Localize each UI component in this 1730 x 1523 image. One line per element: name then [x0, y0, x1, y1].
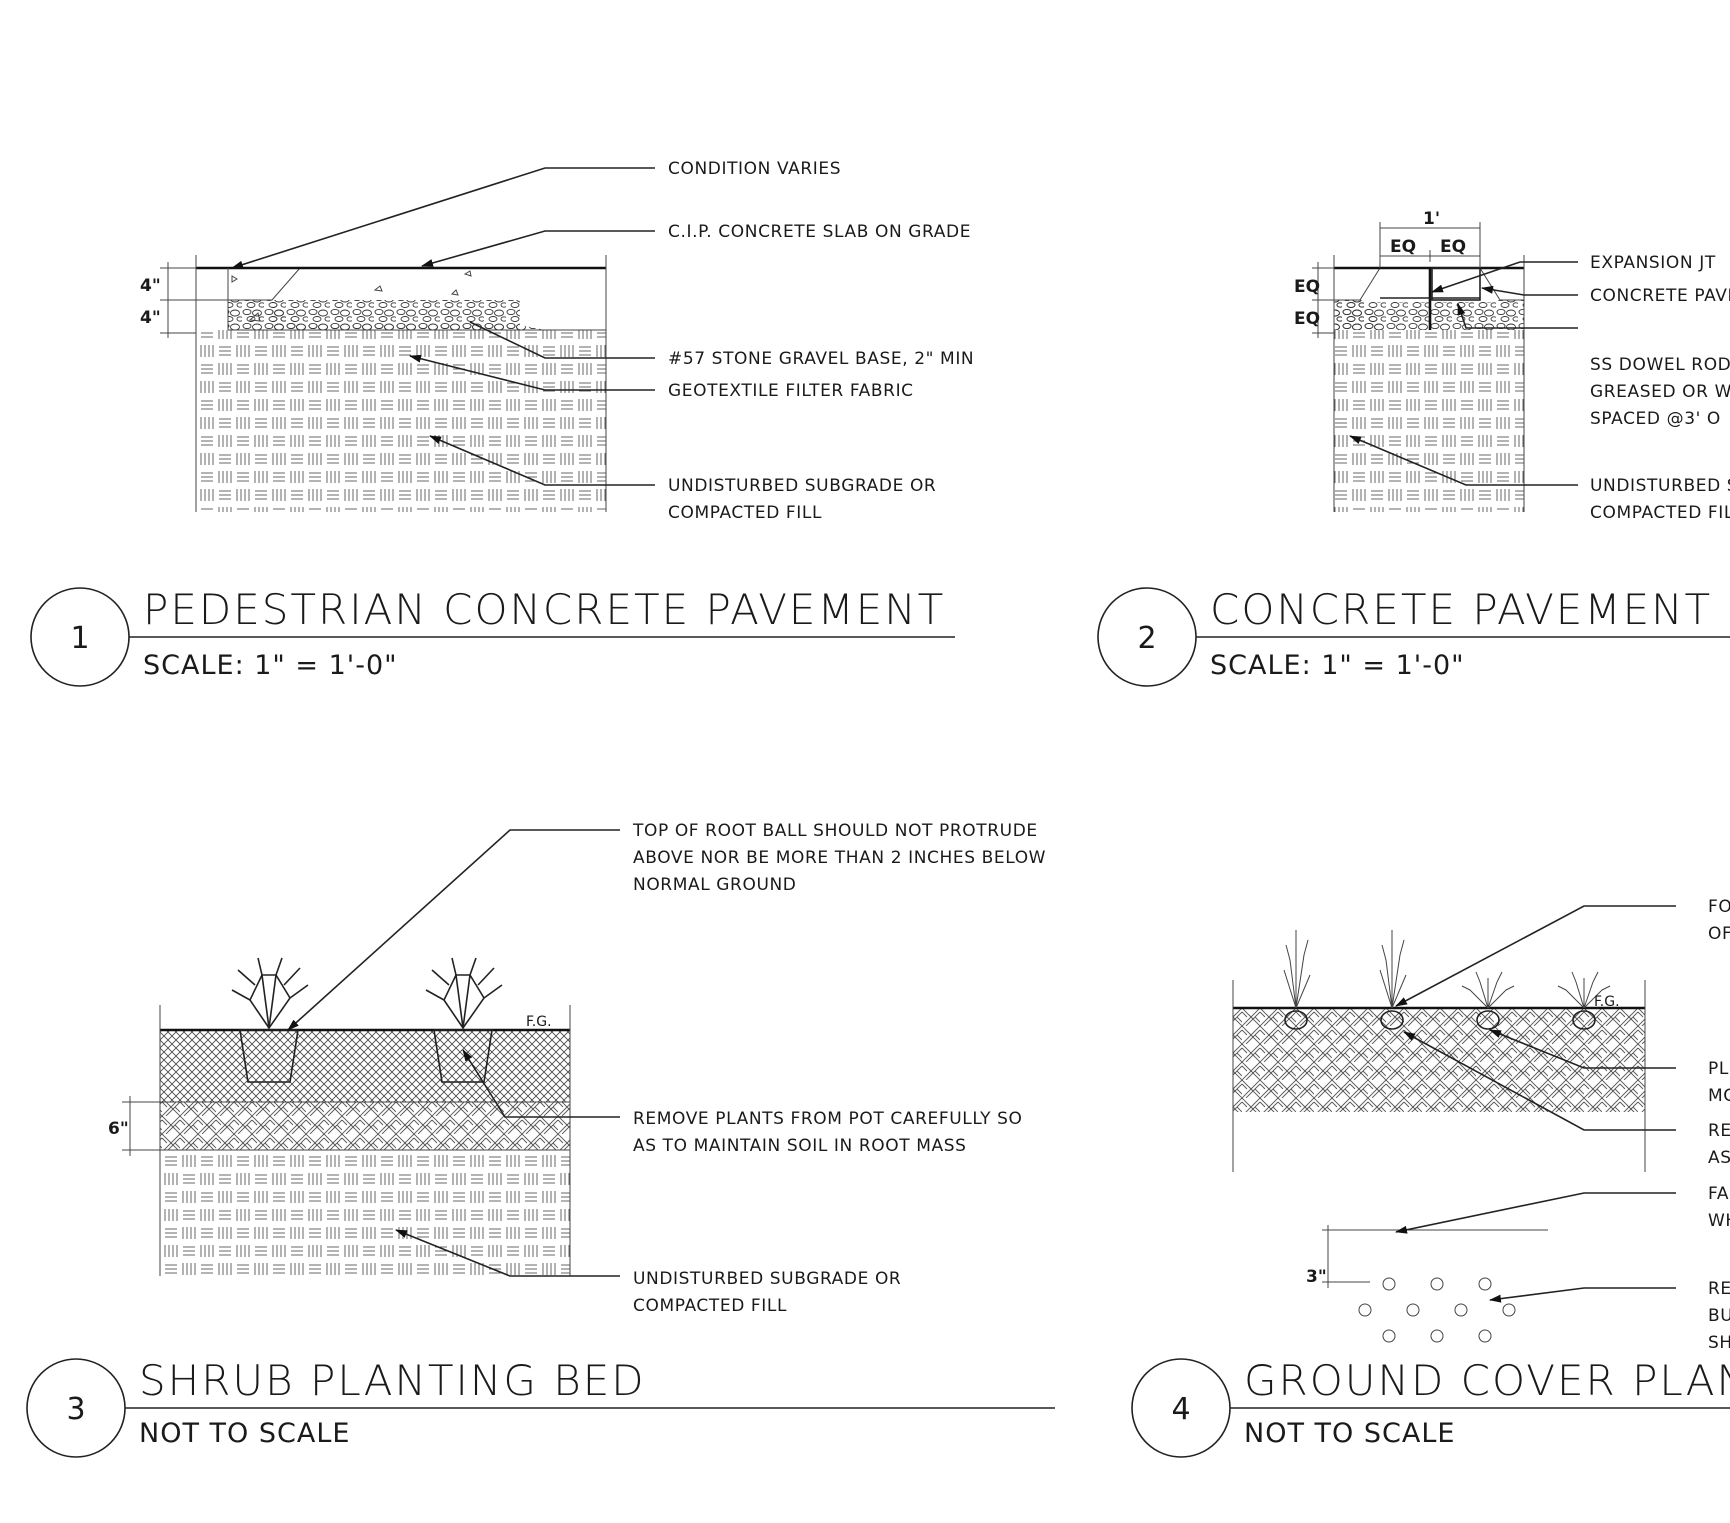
- detail-3-dimensions: 6": [108, 1096, 160, 1156]
- callout-dowel-3: SPACED @3' O: [1590, 409, 1721, 429]
- finish-grade-label: F.G.: [1594, 994, 1620, 1010]
- dim-label: EQ: [1390, 237, 1416, 257]
- detail-4: F.G. 3" FO OF PL: [1131, 897, 1730, 1458]
- detail-1-title-block: 1 PEDESTRIAN CONCRETE PAVEMENT SCALE: 1"…: [30, 585, 955, 687]
- detail-2-leaders: [1349, 261, 1578, 486]
- detail-3-title-block: 3 SHRUB PLANTING BED NOT TO SCALE: [26, 1356, 1055, 1458]
- dim-label: EQ: [1294, 309, 1320, 329]
- callout-dowel-2: GREASED OR W: [1590, 382, 1730, 402]
- detail-3: F.G. 6" TOP OF ROOT BALL SHOULD NOT PROT…: [26, 821, 1055, 1458]
- callout-fragment: BU: [1708, 1306, 1730, 1326]
- dim-label: 1': [1423, 209, 1440, 229]
- detail-4-section: F.G. 3" FO OF PL: [1232, 897, 1730, 1353]
- callout-fabric: GEOTEXTILE FILTER FABRIC: [668, 381, 914, 401]
- callout-expansion: EXPANSION JT: [1590, 253, 1716, 273]
- detail-3-section: F.G. 6" TOP OF ROOT BALL SHOULD NOT PROT…: [108, 821, 1046, 1316]
- detail-title: PEDESTRIAN CONCRETE PAVEMENT: [143, 585, 945, 634]
- detail-3-leaders: [287, 829, 620, 1277]
- callout-fragment: FO: [1708, 897, 1730, 917]
- callout-subgrade-2: COMPACTED FIL: [1590, 503, 1730, 523]
- detail-title: GROUND COVER PLANT: [1244, 1356, 1730, 1405]
- detail-1-leaders: [231, 167, 655, 486]
- callout-gravel: #57 STONE GRAVEL BASE, 2" MIN: [668, 349, 974, 369]
- detail-2: 1' EQ EQ EQ EQ EXPANSION JT CONCRETE PAV…: [1097, 209, 1730, 687]
- callout-fragment: WH: [1708, 1211, 1730, 1231]
- callout-subgrade: UNDISTURBED S: [1590, 476, 1730, 496]
- callout-fragment: FA: [1708, 1184, 1729, 1204]
- callout-fragment: AS: [1708, 1148, 1730, 1168]
- detail-scale: SCALE: 1" = 1'-0": [143, 650, 398, 681]
- callout-root-ball-3: NORMAL GROUND: [633, 875, 797, 895]
- detail-4-title-block: 4 GROUND COVER PLANT NOT TO SCALE: [1131, 1356, 1730, 1458]
- callout-root-ball-2: ABOVE NOR BE MORE THAN 2 INCHES BELOW: [633, 848, 1046, 868]
- spacing-plan: 3": [1306, 1225, 1548, 1343]
- dim-label: 3": [1306, 1267, 1327, 1287]
- dim-label: 4": [140, 308, 161, 328]
- callout-subgrade: UNDISTURBED SUBGRADE OR: [668, 476, 936, 496]
- detail-2-dimensions: 1' EQ EQ EQ EQ: [1294, 209, 1481, 338]
- callout-fragment: PL: [1708, 1059, 1729, 1079]
- detail-2-title-block: 2 CONCRETE PAVEMENT E SCALE: 1" = 1'-0": [1097, 585, 1730, 687]
- finish-grade-label: F.G.: [526, 1014, 552, 1030]
- callout-slab: C.I.P. CONCRETE SLAB ON GRADE: [668, 222, 971, 242]
- callout-remove-plants-2: AS TO MAINTAIN SOIL IN ROOT MASS: [633, 1136, 966, 1156]
- callout-fragment: SH: [1708, 1333, 1730, 1353]
- callout-fragment: OF: [1708, 924, 1730, 944]
- groundcover-icon: [1557, 971, 1611, 1009]
- callout-concrete: CONCRETE PAVI: [1590, 286, 1730, 306]
- callout-fragment: RE: [1708, 1279, 1730, 1299]
- detail-2-section: 1' EQ EQ EQ EQ EXPANSION JT CONCRETE PAV…: [1294, 209, 1730, 523]
- detail-scale: NOT TO SCALE: [1244, 1418, 1455, 1449]
- detail-number: 4: [1171, 1392, 1190, 1427]
- dim-label: 4": [140, 276, 161, 296]
- grass-icon: [1283, 930, 1311, 1009]
- detail-4-leaders: [1395, 905, 1676, 1303]
- callout-root-ball: TOP OF ROOT BALL SHOULD NOT PROTRUDE: [632, 821, 1038, 841]
- detail-1-dimensions: 4" 4": [140, 262, 228, 338]
- callout-subgrade-2: COMPACTED FILL: [668, 503, 822, 523]
- callout-condition: CONDITION VARIES: [668, 159, 841, 179]
- detail-number: 1: [70, 621, 89, 656]
- callout-fragment: MC: [1708, 1086, 1730, 1106]
- detail-title: CONCRETE PAVEMENT E: [1210, 585, 1730, 634]
- detail-scale: NOT TO SCALE: [139, 1418, 350, 1449]
- dim-label: 6": [108, 1119, 129, 1139]
- shrub-icon: [425, 957, 503, 1030]
- callout-dowel: SS DOWEL ROD,: [1590, 355, 1730, 375]
- shrub-icon: [231, 957, 309, 1030]
- dim-label: EQ: [1294, 277, 1320, 297]
- root-ball: [239, 1029, 299, 1083]
- detail-number: 2: [1137, 621, 1156, 656]
- dim-label: EQ: [1440, 237, 1466, 257]
- detail-scale: SCALE: 1" = 1'-0": [1210, 650, 1465, 681]
- callout-subgrade-2: COMPACTED FILL: [633, 1296, 787, 1316]
- detail-1-section: 4" 4" CONDITION VARIES C.I.P. CONCRETE S…: [140, 159, 974, 523]
- grass-icon: [1379, 930, 1407, 1009]
- groundcover-icon: [1461, 971, 1515, 1009]
- callout-fragment: RE: [1708, 1121, 1730, 1141]
- callout-remove-plants: REMOVE PLANTS FROM POT CAREFULLY SO: [633, 1109, 1023, 1129]
- detail-1: 4" 4" CONDITION VARIES C.I.P. CONCRETE S…: [30, 159, 974, 687]
- callout-subgrade: UNDISTURBED SUBGRADE OR: [633, 1269, 901, 1289]
- detail-number: 3: [66, 1392, 85, 1427]
- detail-title: SHRUB PLANTING BED: [139, 1356, 646, 1405]
